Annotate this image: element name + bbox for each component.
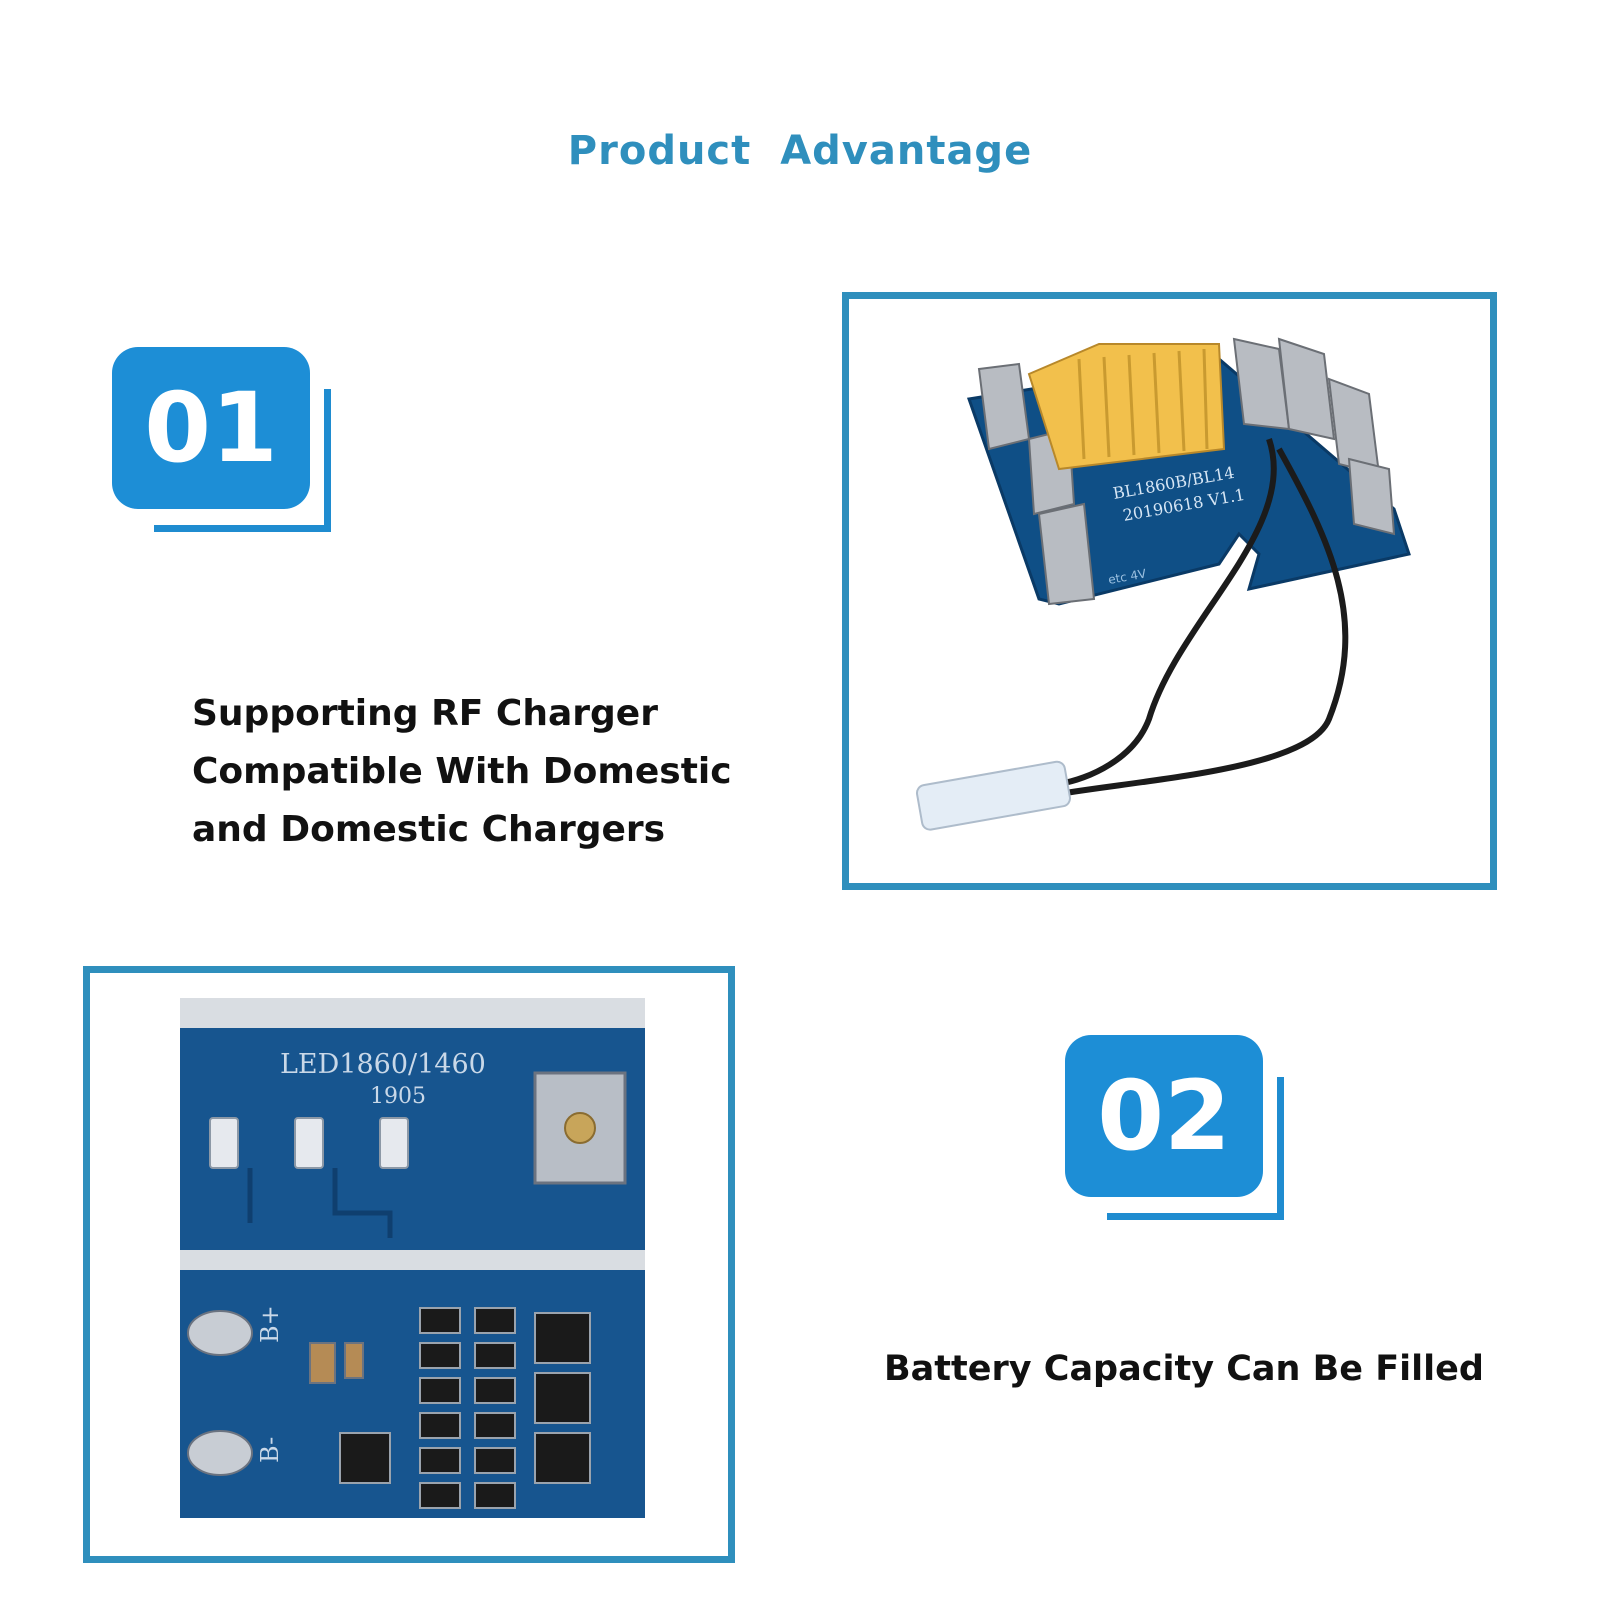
pcb-label-3: etc 4V — [1107, 566, 1148, 587]
feature-1-description: Supporting RF Charger Compatible With Do… — [192, 685, 732, 859]
bplus-label: B+ — [256, 1305, 284, 1343]
led-board-code: 1905 — [370, 1084, 426, 1109]
badge-02: 02 — [1065, 1035, 1285, 1225]
pcb-photo-frame: BL1860B/BL14 20190618 V1.1 etc 4V — [842, 292, 1497, 890]
led-board-photo-frame: LED1860/1460 1905 B+ B- — [83, 966, 735, 1563]
feature-1-line-2: Compatible With Domestic — [192, 751, 732, 792]
pcb-board-image: BL1860B/BL14 20190618 V1.1 etc 4V — [915, 337, 1411, 831]
badge-number: 01 — [112, 347, 310, 509]
led-board-image: LED1860/1460 1905 B+ B- — [180, 998, 645, 1518]
badge-shadow-frame — [1107, 1077, 1284, 1220]
badge-shadow-frame — [154, 389, 331, 532]
feature-1-line-3: and Domestic Chargers — [192, 809, 666, 850]
feature-2-description: Battery Capacity Can Be Filled — [884, 1349, 1484, 1389]
feature-1-line-1: Supporting RF Charger — [192, 693, 658, 734]
badge-number: 02 — [1065, 1035, 1263, 1197]
page-title: Product Advantage — [567, 128, 1033, 174]
badge-01: 01 — [112, 347, 332, 537]
led-board-label: LED1860/1460 — [280, 1049, 486, 1080]
bminus-label: B- — [256, 1437, 284, 1463]
